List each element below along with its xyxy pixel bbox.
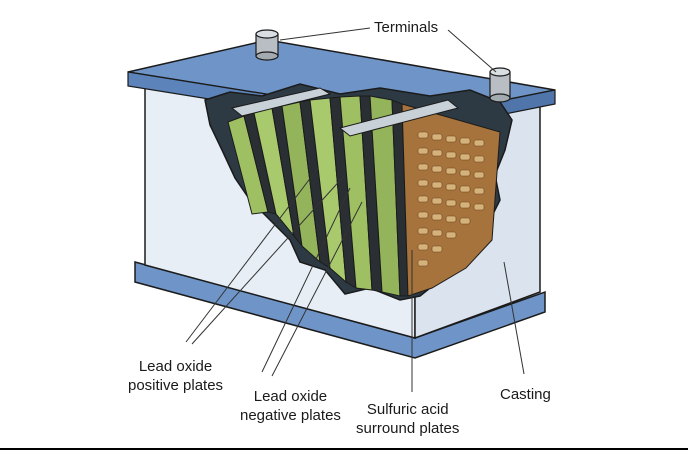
plate-grid-pattern <box>417 131 485 267</box>
label-positive-plates: Lead oxide positive plates <box>128 357 223 395</box>
terminal-post <box>255 29 279 61</box>
label-casting: Casting <box>500 386 551 403</box>
connector-strap <box>338 99 460 137</box>
leader-casting <box>503 261 525 375</box>
leader-positive <box>191 175 345 345</box>
leader-terminals <box>279 27 371 41</box>
connector-strap <box>230 87 332 117</box>
label-terminals: Terminals <box>374 19 439 36</box>
label-sulfuric-acid: Sulfuric acid surround plates <box>356 400 459 438</box>
terminal-post <box>489 67 511 103</box>
leader-positive <box>185 167 319 343</box>
label-acid-line2: surround plates <box>356 420 460 437</box>
label-negative-plates: Lead oxide negative plates <box>240 387 341 425</box>
leader-negative <box>261 187 351 373</box>
label-negative-line1: Lead oxide <box>253 388 328 405</box>
leader-terminals <box>447 29 497 73</box>
bottom-rule <box>0 448 688 450</box>
label-positive-line2: positive plates <box>128 377 224 394</box>
label-acid-line1: Sulfuric acid <box>366 401 449 418</box>
leader-negative <box>271 201 363 377</box>
label-positive-line1: Lead oxide <box>138 358 213 375</box>
label-negative-line2: negative plates <box>240 407 341 424</box>
leader-lines <box>185 27 525 392</box>
